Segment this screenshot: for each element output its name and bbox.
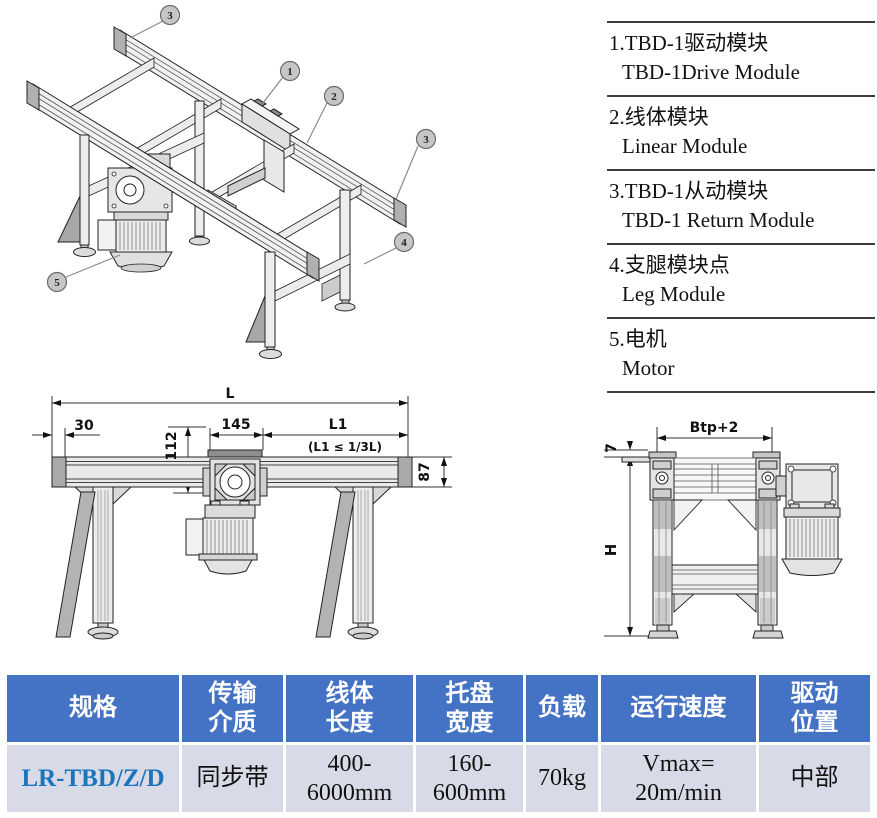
cell-model: LR-TBD/Z/D xyxy=(7,745,179,812)
col-header-load: 负载 xyxy=(526,675,598,742)
callout-balloons: 3 1 2 3 4 5 xyxy=(46,5,437,293)
header-line: 位置 xyxy=(790,709,839,736)
legend-zh-label: 2.线体模块 xyxy=(609,105,709,129)
callout-4: 4 xyxy=(401,237,407,249)
legend-zh-label: 5.电机 xyxy=(609,327,667,351)
legend-zh-label: 1.TBD-1驱动模块 xyxy=(609,31,769,55)
cell-running-speed: Vmax= 20m/min xyxy=(601,745,756,812)
side-view-dimension-drawing: L 30 112 145 L1 (L1 ≤ 1/3L) 87 xyxy=(32,386,452,640)
spec-table-data-row: LR-TBD/Z/D 同步带 400- 6000mm 160- 600mm 70… xyxy=(7,745,870,812)
dim-label-L: L xyxy=(226,386,235,402)
legend-item-motor: 5.电机 Motor xyxy=(607,319,875,393)
col-header-line-length: 线体 长度 xyxy=(286,675,413,742)
callout-3-right: 3 xyxy=(423,134,429,146)
cell-line: 中部 xyxy=(790,765,839,791)
legend-zh-label: 4.支腿模块点 xyxy=(609,253,730,277)
cell-line: 同步带 xyxy=(196,765,269,791)
cell-line: 20m/min xyxy=(635,779,722,806)
cell-line: 6000mm xyxy=(306,779,393,806)
header-line: 介质 xyxy=(208,709,257,736)
header-line: 传输 xyxy=(208,680,257,707)
legend-en-label: Leg Module xyxy=(622,282,726,306)
callout-leader-lines xyxy=(65,20,419,278)
dim-label-7: 7 xyxy=(604,443,620,453)
cell-line: 600mm xyxy=(432,779,507,806)
header-line: 驱动 xyxy=(790,680,839,707)
legend-item-return-module: 3.TBD-1从动模块 TBD-1 Return Module xyxy=(607,171,875,245)
isometric-conveyor-drawing: 3 1 2 3 4 5 xyxy=(26,5,437,359)
col-header-pallet-width: 托盘 宽度 xyxy=(416,675,523,742)
cell-line: Vmax= xyxy=(642,750,715,777)
callout-3-top: 3 xyxy=(167,10,173,22)
cell-line: 70kg xyxy=(538,765,586,791)
callout-1: 1 xyxy=(287,66,293,78)
cell-line: 160- xyxy=(447,750,492,777)
col-header-spec: 规格 xyxy=(7,675,179,742)
cell-line: 400- xyxy=(327,750,372,777)
dim-label-30: 30 xyxy=(74,418,94,434)
dim-label-btp2: Btp+2 xyxy=(690,420,739,436)
spec-table: 规格 传输 介质 线体 长度 托盘 宽度 负载 运行速度 驱动 位置 LR-TB… xyxy=(4,672,873,815)
legend-en-label: TBD-1Drive Module xyxy=(622,60,800,84)
dim-label-L1-note: (L1 ≤ 1/3L) xyxy=(308,440,382,454)
dim-label-145: 145 xyxy=(221,417,250,433)
cell-pallet-width: 160- 600mm xyxy=(416,745,523,812)
header-line: 宽度 xyxy=(445,709,494,736)
header-line: 运行速度 xyxy=(630,695,727,721)
col-header-transmission-medium: 传输 介质 xyxy=(182,675,283,742)
cell-line-length: 400- 6000mm xyxy=(286,745,413,812)
end-view-dimension-drawing: Btp+2 7 H xyxy=(602,420,843,639)
legend-item-leg-module: 4.支腿模块点 Leg Module xyxy=(607,245,875,319)
callout-5: 5 xyxy=(54,277,60,289)
parts-legend: 1.TBD-1驱动模块 TBD-1Drive Module 2.线体模块 Lin… xyxy=(607,21,875,393)
header-line: 线体 xyxy=(325,680,374,707)
cell-transmission-medium: 同步带 xyxy=(182,745,283,812)
legend-en-label: Linear Module xyxy=(622,134,748,158)
legend-zh-label: 3.TBD-1从动模块 xyxy=(609,179,769,203)
header-line: 负载 xyxy=(538,695,586,721)
col-header-drive-position: 驱动 位置 xyxy=(759,675,870,742)
legend-en-label: Motor xyxy=(622,356,675,380)
legend-en-label: TBD-1 Return Module xyxy=(622,208,815,232)
header-line: 规格 xyxy=(69,695,117,721)
callout-2: 2 xyxy=(331,91,337,103)
dim-label-112: 112 xyxy=(164,431,180,460)
spec-table-header-row: 规格 传输 介质 线体 长度 托盘 宽度 负载 运行速度 驱动 位置 xyxy=(7,675,870,742)
legend-item-linear-module: 2.线体模块 Linear Module xyxy=(607,97,875,171)
col-header-running-speed: 运行速度 xyxy=(601,675,756,742)
dim-label-L1: L1 xyxy=(329,417,348,433)
header-line: 长度 xyxy=(325,709,374,736)
cell-load: 70kg xyxy=(526,745,598,812)
cell-drive-position: 中部 xyxy=(759,745,870,812)
dim-label-H: H xyxy=(602,544,620,557)
cell-line: LR-TBD/Z/D xyxy=(21,765,165,792)
dim-label-87: 87 xyxy=(417,462,433,481)
header-line: 托盘 xyxy=(445,680,494,707)
legend-item-drive-module: 1.TBD-1驱动模块 TBD-1Drive Module xyxy=(607,23,875,97)
